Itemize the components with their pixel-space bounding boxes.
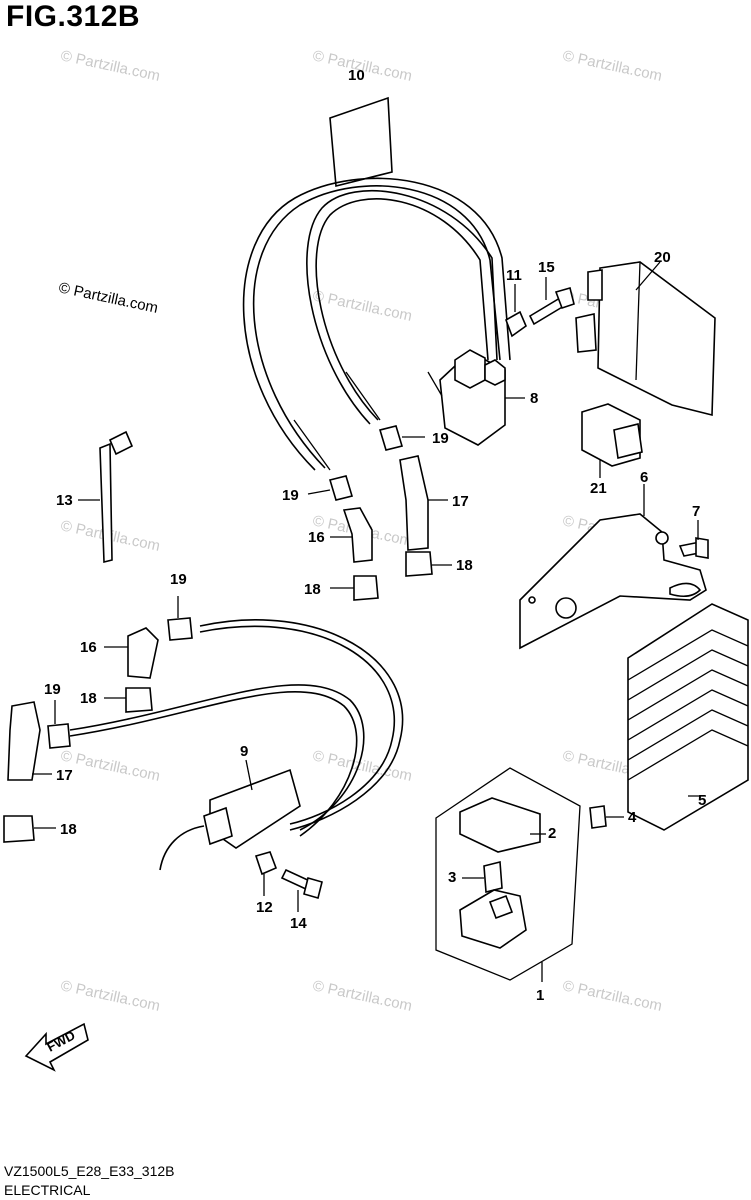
part-16-boot-left (104, 627, 159, 679)
fwd-arrow: FWD (24, 1022, 89, 1072)
callout-6: 6 (640, 469, 648, 486)
part-15-bolt (528, 277, 575, 326)
callout-10: 10 (348, 67, 365, 84)
part-17-boot-left (7, 701, 52, 781)
part-2-relay-cover (459, 797, 546, 853)
watermark: © Partzilla.com (311, 287, 413, 325)
callout-8: 8 (530, 390, 538, 407)
watermark: © Partzilla.com (59, 977, 161, 1015)
callouts: 1 2 3 4 5 6 7 8 9 10 11 12 13 14 15 16 1… (44, 67, 706, 1004)
part-3-fuse (462, 860, 503, 894)
callout-18: 18 (80, 690, 97, 707)
starter-relay-body (459, 889, 527, 949)
callout-11: 11 (506, 267, 522, 284)
part-20-ecm (575, 261, 716, 417)
callout-3: 3 (448, 869, 456, 886)
callout-13: 13 (56, 492, 73, 509)
callout-15: 15 (538, 259, 555, 276)
plug-wires-lower (69, 619, 404, 837)
figure-code: VZ1500L5_E28_E33_312B (4, 1163, 175, 1179)
callout-4: 4 (628, 809, 637, 826)
part-19-cap-left (47, 596, 193, 749)
callout-9: 9 (240, 743, 248, 760)
part-10-pad (329, 96, 393, 188)
part-6-bracket (519, 484, 707, 650)
watermark: © Partzilla.com (311, 977, 413, 1015)
part-5-regulator-rectifier (627, 603, 749, 831)
part-21-relay (581, 403, 643, 478)
part-18-seal-left (3, 687, 153, 843)
watermark: © Partzilla.com (59, 747, 161, 785)
callout-16: 16 (308, 529, 325, 546)
callout-12: 12 (256, 899, 273, 916)
part-18-seal-upper (330, 551, 452, 601)
callout-19: 19 (44, 681, 61, 698)
callout-17: 17 (56, 767, 73, 784)
watermark: © Partzilla.com (561, 47, 663, 85)
part-9-ignition-coil (159, 759, 301, 871)
part-13-cable-tie (78, 430, 134, 564)
callout-20: 20 (654, 249, 671, 266)
part-16-boot-upper (330, 507, 373, 563)
callout-17: 17 (452, 493, 469, 510)
callout-16: 16 (80, 639, 97, 656)
watermark-dark: © Partzilla.com (57, 279, 159, 317)
section-title: ELECTRICAL (4, 1182, 91, 1198)
part-14-bolt (280, 868, 323, 912)
part-7-bolt (678, 520, 709, 559)
figure-title: FIG.312B (6, 0, 141, 33)
callout-19: 19 (432, 430, 449, 447)
part-8-ignition-coil (427, 349, 525, 446)
plug-wires-upper (242, 177, 511, 471)
callout-19: 19 (282, 487, 299, 504)
callout-2: 2 (548, 825, 556, 842)
watermark: © Partzilla.com (561, 977, 663, 1015)
callout-18: 18 (60, 821, 77, 838)
callout-21: 21 (590, 480, 607, 497)
callout-18: 18 (456, 557, 473, 574)
part-19-cap-upper (307, 425, 425, 501)
part-12-spacer (254, 851, 278, 896)
callout-14: 14 (290, 915, 307, 932)
part-4-screw (589, 805, 624, 829)
callout-7: 7 (692, 503, 700, 520)
watermark: © Partzilla.com (59, 47, 161, 85)
part-17-boot-upper (399, 455, 448, 551)
part-1-starter-relay-assembly (435, 767, 581, 982)
part-11-spacer (505, 284, 527, 338)
callout-19: 19 (170, 571, 187, 588)
callout-1: 1 (536, 987, 544, 1004)
callout-5: 5 (698, 792, 706, 809)
callout-18: 18 (304, 581, 321, 598)
